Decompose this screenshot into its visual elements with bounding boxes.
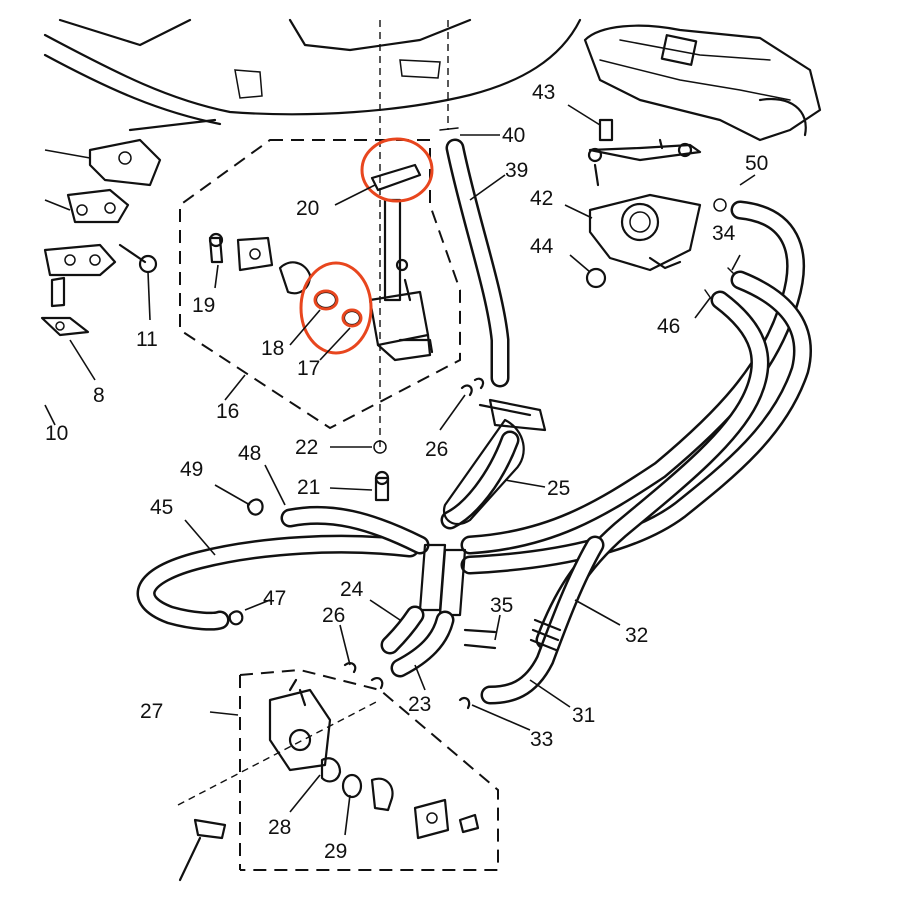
callout-49: 49 [180,458,203,481]
callout-16: 16 [216,400,239,423]
callout-21: 21 [297,476,320,499]
leader-lines [184,104,756,836]
callout-50: 50 [745,152,768,175]
callout-17: 17 [297,357,320,380]
callout-20: 20 [296,197,319,220]
fuel-cock-group [179,20,461,450]
callout-26-lower: 26 [322,604,345,627]
callout-11: 11 [136,328,158,351]
callout-22: 22 [295,436,318,459]
fuel-pump [585,118,739,301]
callout-33: 33 [530,728,553,751]
callout-19: 19 [192,294,215,317]
callout-23: 23 [408,693,431,716]
callout-31: 31 [572,704,595,727]
left-brackets [40,138,162,426]
callout-39: 39 [505,159,528,182]
callout-28: 28 [268,816,291,839]
callout-45: 45 [150,496,173,519]
callout-27: 27 [140,700,163,723]
callout-48: 48 [238,442,261,465]
callout-8: 8 [93,384,105,407]
callout-44: 44 [530,235,554,258]
hose-39 [439,127,510,388]
fuel-filter [380,398,547,678]
lower-assembly [177,668,499,882]
callout-42: 42 [530,187,553,210]
callout-10: 10 [45,422,68,445]
callout-46: 46 [657,315,680,338]
callout-26-upper: 26 [425,438,448,461]
callout-32: 32 [625,624,648,647]
callout-labels: 40 39 43 50 42 34 44 46 20 19 18 17 16 1… [45,81,768,863]
callout-40: 40 [502,124,525,147]
clips [228,377,485,710]
callout-35: 35 [490,594,513,617]
callout-18: 18 [261,337,284,360]
highlight-marks [299,137,434,355]
highlight-part-20 [360,137,434,203]
callout-34: 34 [712,222,736,245]
callout-29: 29 [324,840,347,863]
engine-block-right [583,24,822,142]
callout-47: 47 [263,587,286,610]
callout-25: 25 [547,477,570,500]
engine-housing [43,18,582,132]
main-hoses [136,200,812,705]
callout-24: 24 [340,578,364,601]
highlight-parts-17-18 [299,261,373,355]
callout-43: 43 [532,81,555,104]
